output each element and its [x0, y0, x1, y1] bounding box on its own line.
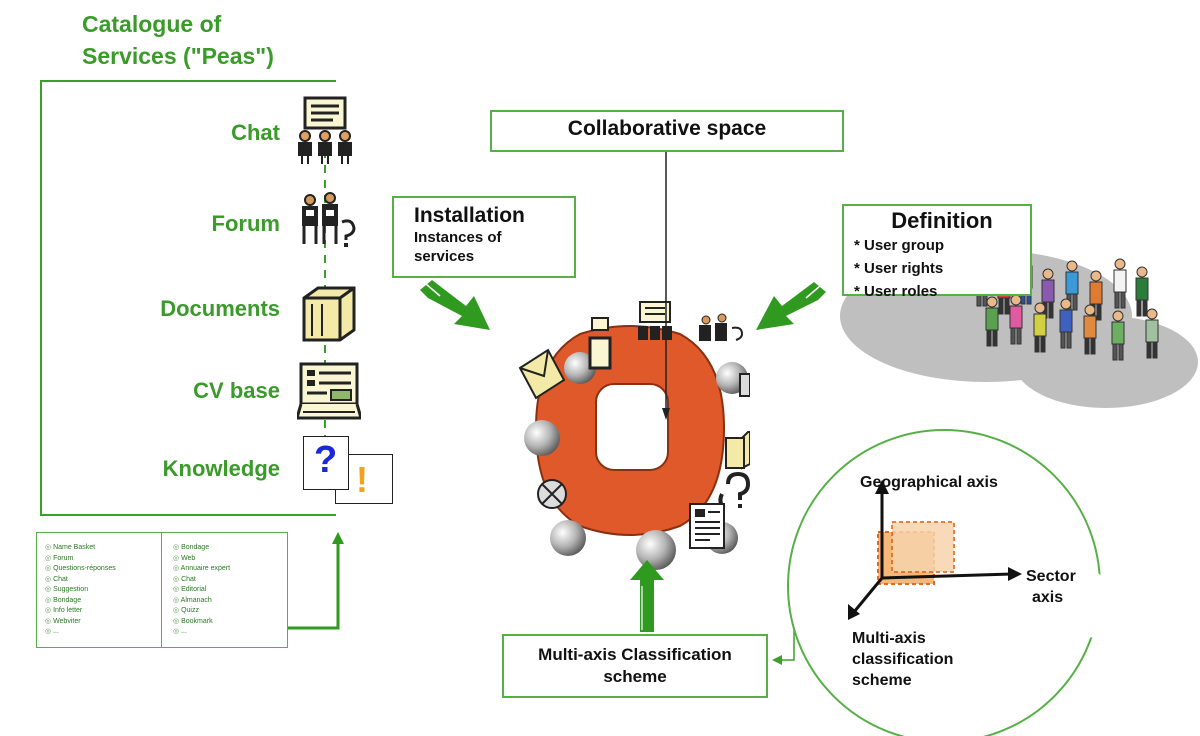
classification-scheme-box: Multi-axis Classification scheme: [502, 634, 768, 698]
sector-axis-line: [881, 572, 1013, 580]
people-crowd: [975, 254, 1159, 361]
list-to-catalogue-arrow: [288, 532, 344, 630]
service-list-column-1: Name Basket Forum Questions-réponses Cha…: [45, 543, 116, 638]
hub-sphere: [636, 530, 676, 570]
definition-item-user-roles: * User roles: [854, 283, 938, 300]
hub-documents-icon: [725, 431, 750, 470]
definition-box: Definition * User group * User rights * …: [842, 204, 1032, 300]
service-label-chat: Chat: [231, 120, 280, 145]
service-list-column-2: Bondage Web Annuaire expert Chat Editori…: [173, 543, 230, 638]
hub-sphere: [564, 352, 596, 384]
collaborative-space-pointer: [662, 152, 670, 420]
knowledge-icon: ! ?: [303, 436, 397, 508]
installation-box: Installation Instances of services: [392, 196, 576, 278]
forum-icon: [302, 192, 356, 247]
catalogue-title: Catalogue of Services ("Peas"): [82, 11, 274, 69]
installation-arrow: [420, 280, 490, 330]
classification-scheme-line-1: Multi-axis Classification: [538, 645, 732, 664]
collaborative-space-hub: [518, 301, 750, 570]
service-list-box: Name Basket Forum Questions-réponses Cha…: [36, 532, 288, 648]
question-card: ?: [303, 436, 349, 490]
service-label-knowledge: Knowledge: [162, 456, 280, 481]
service-list-divider: [161, 533, 162, 647]
hub-sphere: [550, 520, 586, 556]
installation-title: Installation: [414, 204, 525, 227]
definition-item-user-group: * User group: [854, 237, 945, 254]
hub-sphere: [524, 420, 560, 456]
service-label-forum: Forum: [211, 211, 280, 236]
chat-icon: [298, 96, 352, 164]
installation-subtitle: Instances of services: [414, 229, 502, 265]
catalogue-frame: [40, 80, 336, 516]
cv-base-icon: [297, 362, 361, 420]
sector-axis-label: Sector axis: [1026, 568, 1076, 606]
hub-question-icon: [718, 471, 750, 510]
computer-icon: [739, 373, 750, 397]
classification-scheme-line-2: scheme: [603, 667, 667, 686]
classification-axes-circle: [787, 429, 1114, 736]
newspaper-icon: [689, 503, 725, 549]
hub-chat-icon: [638, 301, 672, 340]
hub-forum-icon: [699, 313, 744, 341]
compass-icon: [537, 479, 567, 509]
info-icon: [588, 317, 612, 370]
classification-arrow: [630, 560, 664, 632]
definition-item-user-rights: * User rights: [854, 260, 944, 277]
documents-icon: [302, 286, 356, 342]
definition-title: Definition: [891, 208, 993, 233]
classification-cube-front: [891, 521, 955, 573]
geographical-axis-label: Geographical axis: [860, 474, 998, 491]
multi-axis-label: Multi-axis classification scheme: [852, 630, 954, 689]
service-label-cv-base: CV base: [193, 378, 280, 403]
collaborative-space-box: Collaborative space: [490, 110, 844, 152]
multi-axis-line: [852, 577, 884, 613]
definition-arrow: [756, 282, 826, 330]
service-label-documents: Documents: [160, 296, 280, 321]
mail-icon: [518, 348, 566, 400]
collaborative-space-title: Collaborative space: [567, 117, 767, 140]
